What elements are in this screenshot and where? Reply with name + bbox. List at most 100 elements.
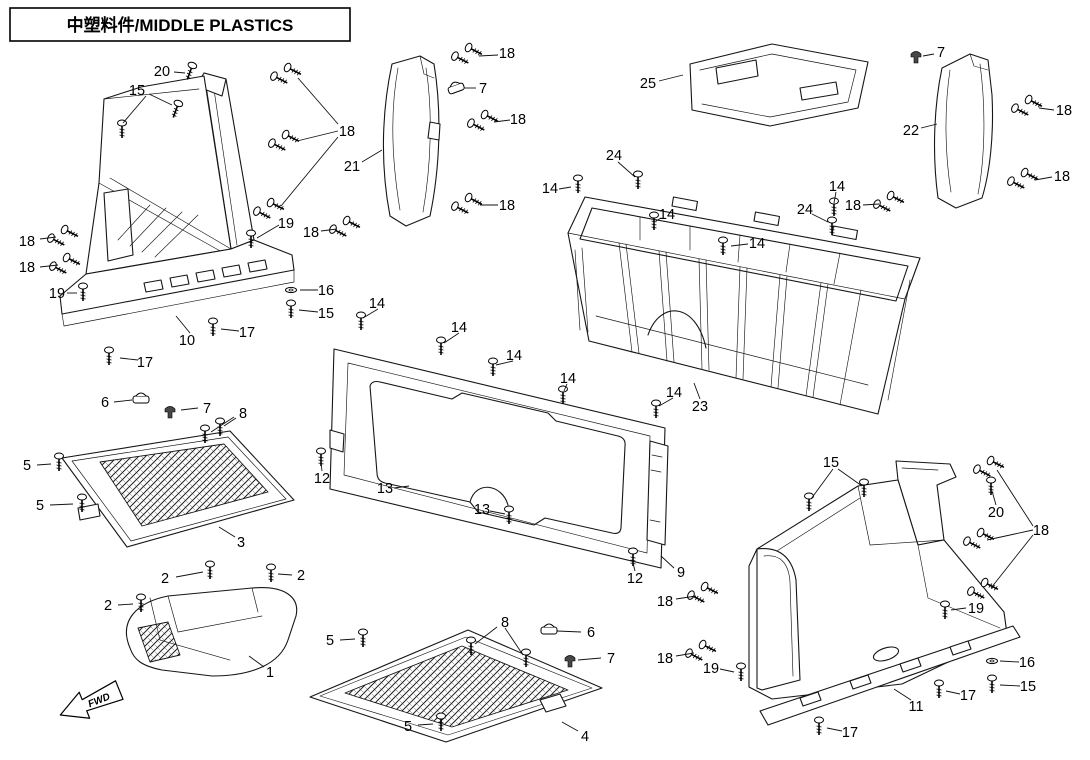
callout-12: 12 — [314, 471, 330, 487]
screw-icon — [53, 452, 65, 472]
leader-line — [810, 468, 834, 500]
washer-icon — [285, 286, 297, 294]
pair-icon — [869, 185, 909, 219]
pair-icon — [43, 219, 83, 253]
leader-line — [39, 264, 59, 268]
callout-4: 4 — [581, 729, 589, 745]
leader-line — [277, 573, 293, 576]
leader-line — [443, 332, 460, 344]
leader-line — [675, 652, 695, 657]
diagram-title: 中塑料件/MIDDLE PLASTICS — [67, 15, 294, 35]
leader-line — [893, 688, 912, 701]
leader-line — [256, 224, 280, 239]
rivet-icon — [164, 406, 176, 419]
callout-23: 23 — [692, 399, 708, 415]
callout-2: 2 — [297, 568, 305, 584]
callout-14: 14 — [506, 348, 522, 364]
callout-16: 16 — [1019, 655, 1035, 671]
screw-icon — [355, 311, 367, 331]
screw-icon — [986, 674, 998, 694]
leader-line — [175, 315, 191, 334]
leader-line — [862, 203, 880, 206]
screw-icon — [435, 336, 447, 356]
callout-15: 15 — [823, 455, 839, 471]
leader-line — [999, 660, 1020, 663]
callout-20: 20 — [154, 64, 170, 80]
callout-7: 7 — [937, 45, 945, 61]
leader-line — [922, 53, 935, 57]
screw-icon — [557, 385, 569, 405]
pair-icon — [325, 210, 365, 244]
callout-8: 8 — [501, 615, 509, 631]
leader-line — [393, 485, 410, 489]
leader-line — [36, 463, 52, 466]
callout-1: 1 — [266, 665, 274, 681]
leader-line — [730, 243, 749, 247]
callout-5: 5 — [23, 458, 31, 474]
leader-line — [945, 690, 961, 695]
pair-icon — [266, 57, 306, 91]
leader-line — [1034, 176, 1053, 181]
leader-line — [417, 723, 434, 726]
callout-9: 9 — [677, 565, 685, 581]
leader-line — [617, 161, 636, 178]
callout-7: 7 — [607, 651, 615, 667]
callout-17: 17 — [960, 688, 976, 704]
leader-line — [489, 510, 506, 515]
screw-icon — [735, 662, 747, 682]
callout-2: 2 — [161, 571, 169, 587]
leader-line — [148, 93, 173, 106]
leader-line — [298, 309, 319, 313]
callout-14: 14 — [659, 207, 675, 223]
leader-line — [339, 638, 356, 641]
pair-icon — [264, 124, 304, 158]
screw-icon — [933, 679, 945, 699]
leader-line — [173, 71, 186, 74]
leader-line — [658, 397, 674, 407]
leader-line — [719, 668, 735, 673]
callout-13: 13 — [474, 502, 490, 518]
screw-icon — [985, 476, 997, 496]
leader-line — [220, 328, 240, 332]
leader-line — [223, 417, 237, 427]
callout-8: 8 — [239, 406, 247, 422]
callout-12: 12 — [627, 571, 643, 587]
washer-icon — [986, 657, 998, 665]
callout-14: 14 — [560, 371, 576, 387]
leader-line — [49, 503, 74, 506]
callout-15: 15 — [1020, 679, 1036, 695]
leader-line — [561, 721, 579, 732]
screw-icon — [813, 716, 825, 736]
callout-21: 21 — [344, 159, 360, 175]
leader-line — [218, 526, 236, 538]
callout-18: 18 — [339, 124, 355, 140]
callout-18: 18 — [1056, 103, 1072, 119]
part-4-floor-grille-bottom — [309, 629, 603, 743]
callout-7: 7 — [479, 81, 487, 97]
screw-icon — [103, 346, 115, 366]
callout-18: 18 — [1033, 523, 1049, 539]
leader-line — [660, 555, 675, 569]
screw-icon — [357, 628, 369, 648]
leader-line — [996, 469, 1034, 527]
callout-5: 5 — [326, 633, 334, 649]
callout-17: 17 — [239, 325, 255, 341]
callout-14: 14 — [542, 181, 558, 197]
callout-18: 18 — [19, 234, 35, 250]
rivet-icon — [910, 51, 922, 64]
leader-line — [1038, 107, 1055, 111]
callout-5: 5 — [404, 719, 412, 735]
clip-icon — [540, 623, 558, 635]
callout-19: 19 — [49, 286, 65, 302]
leader-line — [39, 236, 57, 240]
leader-line — [495, 360, 514, 366]
leader-line — [210, 416, 235, 433]
leader-line — [991, 490, 997, 506]
callout-22: 22 — [903, 123, 919, 139]
leader-line — [577, 657, 602, 661]
part-21-pillar-trim — [382, 55, 441, 227]
leader-line — [320, 462, 323, 472]
